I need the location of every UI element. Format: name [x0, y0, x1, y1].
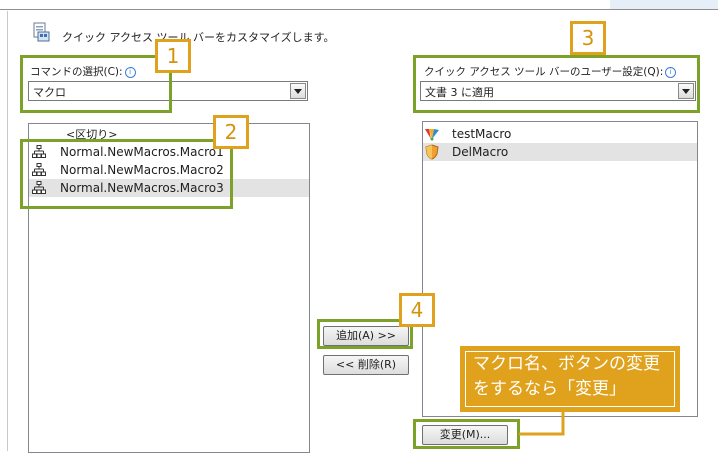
list-item-label: <区切り> [66, 128, 118, 141]
list-item-label: Normal.NewMacros.Macro3 [60, 181, 224, 195]
qat-customize-icon [32, 22, 50, 42]
info-icon: i [665, 67, 677, 78]
qat-dropdown-value: 文書 3 に適用 [425, 86, 494, 99]
chevron-down-icon[interactable] [678, 83, 694, 99]
list-item-selected[interactable]: Normal.NewMacros.Macro3 [29, 179, 309, 197]
window-top-tint [610, 0, 718, 9]
macro-icon [32, 145, 47, 164]
commands-dropdown[interactable]: マクロ [28, 81, 308, 101]
modify-callout: マクロ名、ボタンの変更 をするなら「変更」 [460, 346, 680, 412]
shield-icon [425, 144, 439, 165]
list-item-label: Normal.NewMacros.Macro1 [60, 145, 224, 159]
left-nav-pane-edge [0, 11, 8, 451]
chevron-down-icon[interactable] [290, 83, 306, 99]
list-item[interactable]: <区切り> [29, 126, 309, 144]
modify-button[interactable]: 変更(M)... [422, 425, 508, 445]
callout-line-2: をするなら「変更」 [473, 379, 626, 399]
highlight-qat-dropdown [413, 55, 700, 113]
qat-label: クイック アクセス ツール バーのユーザー設定(Q):i [424, 64, 677, 79]
callout-line-1: マクロ名、ボタンの変更 [473, 354, 660, 374]
highlight-add-button [317, 319, 413, 349]
highlight-modify-button [413, 419, 520, 449]
highlight-macro-list [20, 139, 233, 209]
qat-dropdown[interactable]: 文書 3 に適用 [420, 81, 696, 101]
page-title: クイック アクセス ツール バーをカスタマイズします。 [62, 31, 335, 44]
callout-connector [519, 410, 565, 436]
list-item-selected[interactable]: DelMacro [423, 143, 697, 161]
commands-list[interactable]: <区切り> Normal.NewMacros.Macro1 Normal.New… [28, 123, 310, 453]
macro-icon [32, 163, 47, 182]
list-item-label: Normal.NewMacros.Macro2 [60, 163, 224, 177]
macro-icon [32, 181, 47, 200]
info-icon: i [124, 67, 136, 78]
step-badge-1: 1 [155, 39, 191, 73]
qat-label-text: クイック アクセス ツール バーのユーザー設定(Q): [424, 66, 664, 78]
remove-button[interactable]: << 削除(R) [323, 355, 409, 375]
step-badge-2: 2 [213, 115, 249, 149]
list-item-label: testMacro [452, 127, 512, 141]
callout-inner-border [465, 351, 675, 407]
list-item-label: DelMacro [452, 145, 509, 159]
testmacro-icon [424, 126, 440, 147]
highlight-commands-dropdown [20, 55, 172, 113]
commands-label: コマンドの選択(C):i [30, 64, 136, 79]
step-badge-3: 3 [570, 21, 606, 55]
window-top-edge [0, 0, 718, 10]
commands-label-text: コマンドの選択(C): [30, 66, 123, 78]
list-item[interactable]: testMacro [423, 125, 697, 143]
add-button[interactable]: 追加(A) >> [323, 326, 409, 346]
list-item[interactable]: Normal.NewMacros.Macro2 [29, 161, 309, 179]
list-item[interactable]: Normal.NewMacros.Macro1 [29, 143, 309, 161]
step-badge-4: 4 [399, 293, 435, 327]
commands-dropdown-value: マクロ [33, 86, 66, 99]
